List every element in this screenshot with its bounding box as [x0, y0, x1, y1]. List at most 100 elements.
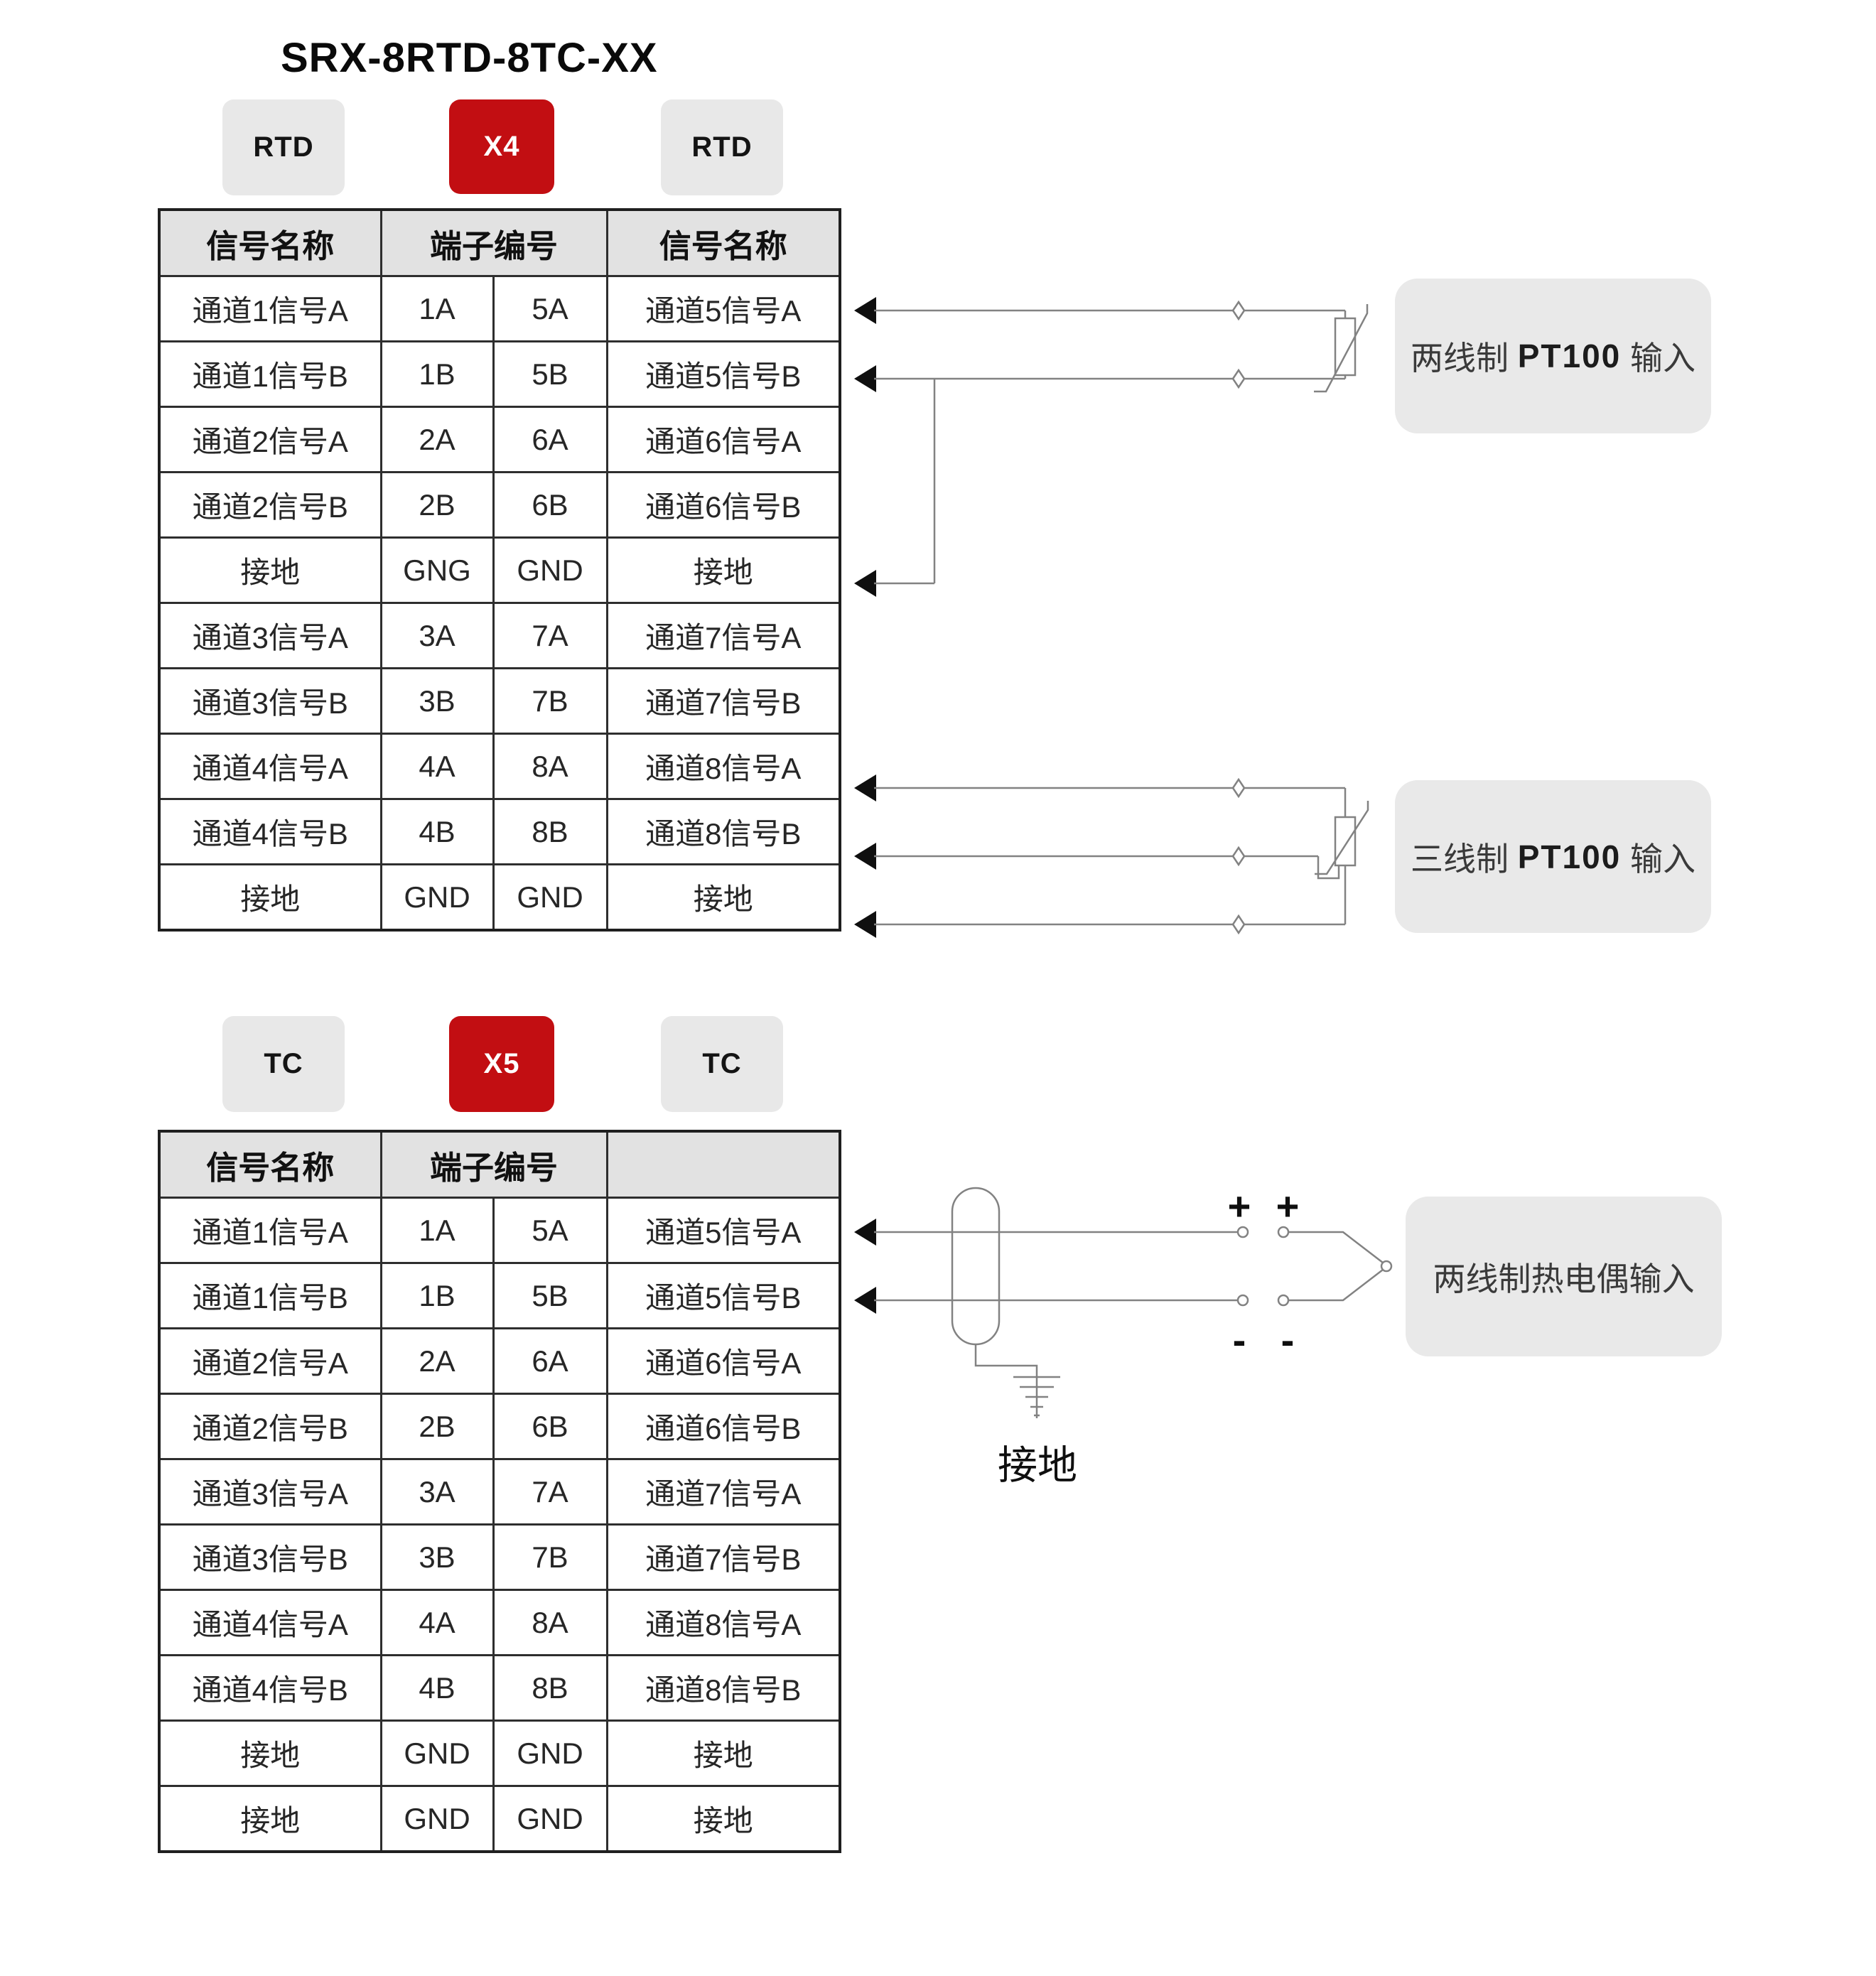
- table-cell: 通道3信号B: [158, 667, 382, 735]
- three-wire-pt100-circuit: [854, 774, 1369, 938]
- label-two-wire-thermocouple: 两线制热电偶输入: [1406, 1197, 1722, 1356]
- badge-tc-right: TC: [661, 1016, 783, 1112]
- table-cell: 通道3信号B: [158, 1523, 382, 1591]
- table-cell: 接地: [158, 1785, 382, 1853]
- table-cell: 4B: [379, 1654, 495, 1722]
- table-cell: 7B: [492, 1523, 608, 1591]
- input-arrow-ch8a-icon: [854, 774, 876, 801]
- input-arrow-ch8b-icon: [854, 843, 876, 870]
- terminal-point-icon: [1236, 1294, 1249, 1307]
- table-cell: 通道5信号A: [605, 275, 841, 342]
- table-cell: 3B: [379, 1523, 495, 1591]
- polarity-plus-sign: +: [1227, 1184, 1251, 1229]
- table-cell: 6B: [492, 1393, 608, 1460]
- label-text-strong: PT100: [1517, 838, 1622, 875]
- table-cell: 通道1信号A: [158, 1197, 382, 1264]
- table-cell: 通道7信号A: [605, 1458, 841, 1526]
- shield-ground-wire: [974, 1344, 1038, 1418]
- thermocouple-circuit: [854, 1187, 1393, 1418]
- input-arrow-ch5b-icon: [854, 365, 876, 392]
- table-cell: 2A: [379, 1327, 495, 1395]
- table-cell: 4A: [379, 1589, 495, 1656]
- table-cell: 通道7信号B: [605, 667, 841, 735]
- badge-rtd-right: RTD: [661, 99, 783, 195]
- cable-shield-symbol: [951, 1187, 1001, 1346]
- table-cell: 通道6信号B: [605, 471, 841, 539]
- column-header-signal-left: 信号名称: [158, 208, 382, 277]
- label-text: 两线制: [1410, 340, 1518, 377]
- table-cell: 3B: [379, 667, 495, 735]
- table-cell: GND: [492, 1719, 608, 1787]
- table-cell: GND: [379, 1719, 495, 1787]
- table-cell: 接地: [605, 1719, 841, 1787]
- rtd-resistor-symbol: [1334, 816, 1357, 867]
- badge-connector-x5: X5: [449, 1016, 554, 1112]
- badge-tc-left: TC: [222, 1016, 345, 1112]
- polarity-minus-sign: -: [1232, 1317, 1246, 1362]
- table-cell: 1A: [379, 1197, 495, 1264]
- table-cell: 7A: [492, 602, 608, 669]
- column-header-signal-right: 信号名称: [605, 208, 841, 277]
- table-cell: 7A: [492, 1458, 608, 1526]
- table-cell: 接地: [158, 863, 382, 932]
- column-header-terminal-number: 端子编号: [379, 208, 608, 277]
- wire-splice-icon: [1231, 300, 1246, 321]
- label-three-wire-pt100: 三线制 PT100 输入: [1395, 780, 1711, 933]
- column-header-terminal-number: 端子编号: [379, 1130, 608, 1199]
- table-cell: 通道6信号A: [605, 1327, 841, 1395]
- table-header-row: 信号名称 端子编号: [158, 1130, 841, 1199]
- input-arrow-ch5a-icon: [854, 297, 876, 324]
- table-cell: 通道3信号A: [158, 602, 382, 669]
- table-cell: 5B: [492, 340, 608, 408]
- column-header-signal-left: 信号名称: [158, 1130, 382, 1199]
- table-cell: 7B: [492, 667, 608, 735]
- table-cell: 通道2信号A: [158, 1327, 382, 1395]
- terminal-point-icon: [1236, 1226, 1249, 1238]
- table-cell: 1B: [379, 340, 495, 408]
- label-two-wire-pt100: 两线制 PT100 输入: [1395, 279, 1711, 433]
- table-cell: 3A: [379, 602, 495, 669]
- page-title: SRX-8RTD-8TC-XX: [281, 35, 658, 81]
- wire-splice-icon: [1231, 368, 1246, 389]
- table-cell: GND: [492, 1785, 608, 1853]
- table-cell: GND: [492, 863, 608, 932]
- table-cell: 接地: [605, 1785, 841, 1853]
- table-cell: 通道8信号A: [605, 733, 841, 800]
- label-text: 输入: [1621, 840, 1696, 878]
- input-arrow-ch5b-icon: [854, 1287, 876, 1314]
- table-cell: 通道4信号A: [158, 1589, 382, 1656]
- table-cell: 接地: [605, 536, 841, 604]
- table-cell: 5B: [492, 1262, 608, 1329]
- input-arrow-gnd-icon: [854, 911, 876, 938]
- table-cell: 8A: [492, 1589, 608, 1656]
- table-cell: 6B: [492, 471, 608, 539]
- table-cell: 6A: [492, 1327, 608, 1395]
- table-cell: 通道7信号B: [605, 1523, 841, 1591]
- table-cell: 通道6信号A: [605, 406, 841, 473]
- table-cell: 通道2信号A: [158, 406, 382, 473]
- wire-splice-icon: [1231, 846, 1246, 867]
- table-cell: 5A: [492, 275, 608, 342]
- wire-splice-icon: [1231, 777, 1246, 799]
- table-header-row: 信号名称 端子编号 信号名称: [158, 208, 841, 277]
- table-cell: 通道1信号A: [158, 275, 382, 342]
- terminal-point-icon: [1277, 1226, 1290, 1238]
- table-cell: 通道5信号A: [605, 1197, 841, 1264]
- table-cell: 接地: [158, 536, 382, 604]
- table-cell: 通道5信号B: [605, 340, 841, 408]
